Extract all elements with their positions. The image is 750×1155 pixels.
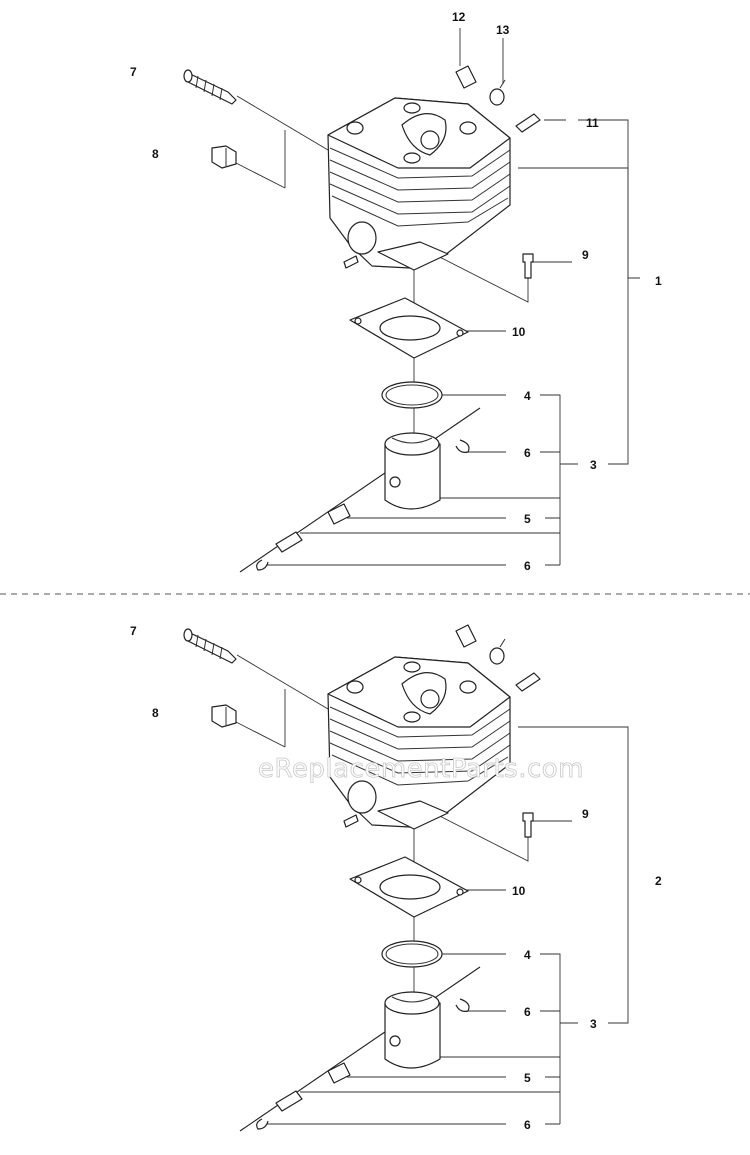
callout-9[interactable]: 9 (582, 248, 589, 262)
bottom-callouts: 7 8 9 2 10 4 6 3 5 6 (130, 624, 662, 1132)
callout-6b[interactable]: 6 (524, 1118, 531, 1132)
callout-8[interactable]: 8 (152, 147, 159, 161)
callout-8[interactable]: 8 (152, 706, 159, 720)
callout-4[interactable]: 4 (524, 948, 531, 962)
callout-6a[interactable]: 6 (524, 446, 531, 460)
callout-3[interactable]: 3 (590, 458, 597, 472)
callout-3[interactable]: 3 (590, 1017, 597, 1031)
callout-12[interactable]: 12 (452, 10, 466, 24)
callout-2[interactable]: 2 (655, 874, 662, 888)
callout-6a[interactable]: 6 (524, 1005, 531, 1019)
watermark: eReplacementParts.com (258, 754, 584, 784)
callout-11[interactable]: 11 (586, 116, 599, 130)
callout-13[interactable]: 13 (496, 23, 510, 37)
callout-1[interactable]: 1 (655, 274, 662, 288)
callout-5[interactable]: 5 (524, 512, 531, 526)
callout-4[interactable]: 4 (524, 389, 531, 403)
callout-9[interactable]: 9 (582, 807, 589, 821)
callout-10[interactable]: 10 (512, 325, 526, 339)
callout-7[interactable]: 7 (130, 624, 137, 638)
callout-6b[interactable]: 6 (524, 559, 531, 573)
callout-7[interactable]: 7 (130, 65, 137, 79)
callout-5[interactable]: 5 (524, 1071, 531, 1085)
callout-10[interactable]: 10 (512, 884, 526, 898)
top-callouts: 7 8 12 13 11 9 1 10 4 6 3 5 6 (130, 10, 662, 573)
